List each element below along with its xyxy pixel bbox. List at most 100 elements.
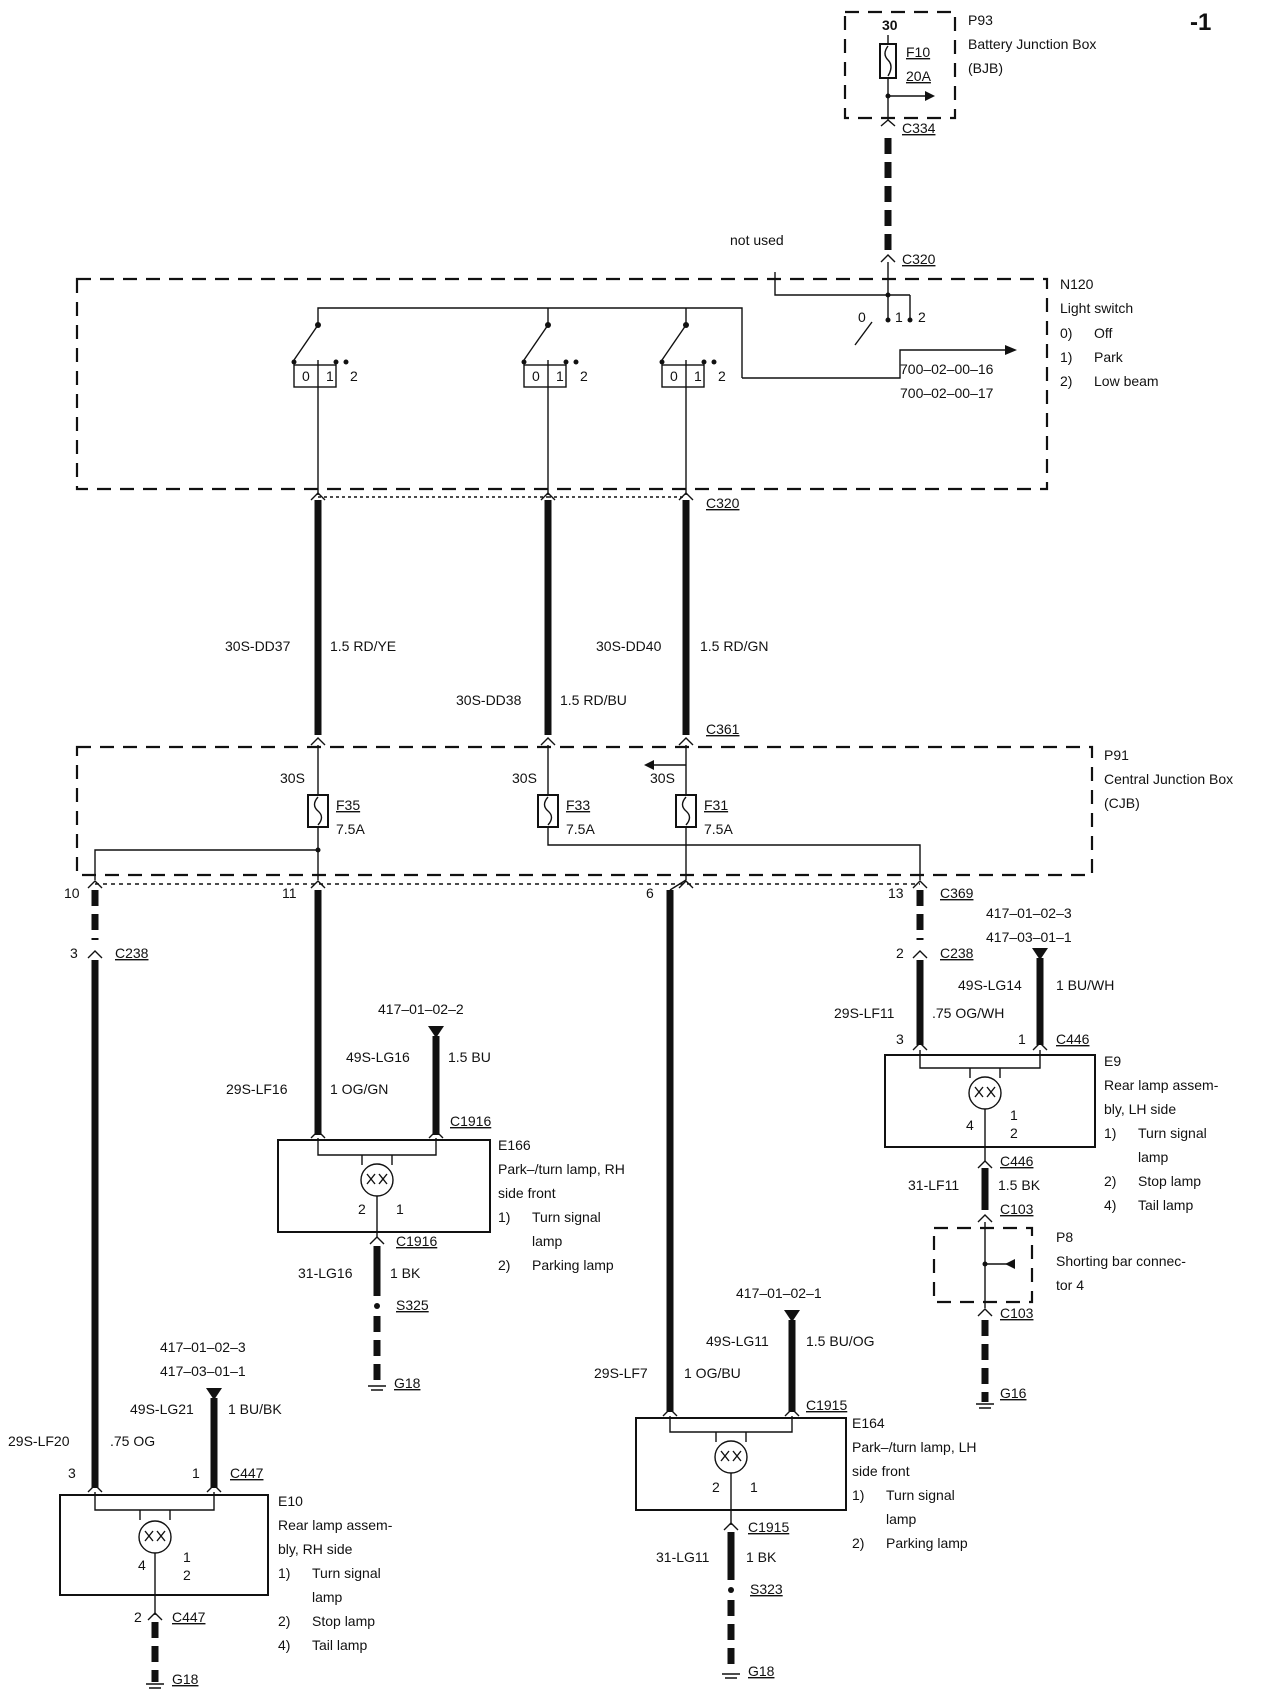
position-num: 0)	[1060, 325, 1072, 341]
e10-ground: G18	[172, 1671, 199, 1687]
e9-pin-right: 1	[1018, 1031, 1026, 1047]
e9-pin-left: 3	[896, 1031, 904, 1047]
light-switch: N120 Light switch 0) Off 1) Park 2) Low …	[75, 262, 1159, 495]
contact-2: 2	[580, 368, 588, 384]
e10-connector: C447	[230, 1465, 264, 1481]
p8-shorting-bar-connector	[932, 1222, 1034, 1308]
contact-2: 2	[350, 368, 358, 384]
e166-connector: C1916	[450, 1113, 491, 1129]
e164-connector: C1915	[806, 1397, 847, 1413]
e166-func-1-num: 1)	[498, 1209, 510, 1225]
e9-func-2-num: 2)	[1104, 1173, 1116, 1189]
switch-contact-group-2: 0 1 2	[521, 322, 588, 495]
e166-ref-link: 417–01–02–2	[378, 1001, 464, 1017]
e164-ref-link: 417–01–02–1	[736, 1285, 822, 1301]
bjb-abbr: (BJB)	[968, 60, 1003, 76]
e166-bulb-pin-right: 1	[396, 1201, 404, 1217]
e9-desc-2: bly, LH side	[1104, 1101, 1176, 1117]
e164-ref: E164	[852, 1415, 885, 1431]
e166-splice: S325	[396, 1297, 429, 1313]
e166-desc-1: Park–/turn lamp, RH	[498, 1161, 625, 1177]
wire-dd40-circuit: 30S-DD40	[596, 638, 662, 654]
bjb-connector: C334	[902, 120, 936, 136]
wire-dd40-spec: 1.5 RD/GN	[700, 638, 768, 654]
position-num: 1)	[1060, 349, 1072, 365]
fuse-f31: F31 7.5A	[675, 794, 733, 837]
battery-junction-box: P93 Battery Junction Box (BJB) 30 F10 20…	[843, 10, 1096, 136]
e9-desc-1: Rear lamp assem-	[1104, 1077, 1219, 1093]
e10-bulb-pin-a: 1	[183, 1549, 191, 1565]
cjb-name: Central Junction Box	[1104, 771, 1233, 787]
p8-connector-bottom: C103	[1000, 1305, 1034, 1321]
e166-bulb-pin-left: 2	[358, 1201, 366, 1217]
e9-c238-pin: 2	[896, 945, 904, 961]
e9-func-3-num: 4)	[1104, 1197, 1116, 1213]
e10-ref-link-2: 417–03–01–1	[160, 1363, 246, 1379]
e166-ground-connector: C1916	[396, 1233, 437, 1249]
e164-feed-spec: 1 OG/BU	[684, 1365, 741, 1381]
e10-desc-2: bly, RH side	[278, 1541, 353, 1557]
cjb-pin-13: 13	[888, 885, 904, 901]
e9-c103: C103	[1000, 1201, 1034, 1217]
switch-connector-bottom: C320	[706, 495, 740, 511]
bjb-ref: P93	[968, 12, 993, 28]
e9-side-spec: 1 BU/WH	[1056, 977, 1114, 993]
e164-ground-circuit: 31-LG11	[656, 1549, 710, 1565]
switch-contact-group-main: 0 1 2	[774, 262, 926, 346]
p8-ground: G16	[1000, 1385, 1027, 1401]
e10-pin-left: 3	[68, 1465, 76, 1481]
e164-bulb-pin-left: 2	[712, 1479, 720, 1495]
contact-1: 1	[556, 368, 564, 384]
light-switch-ref: N120	[1060, 276, 1094, 292]
e164-side-circuit: 49S-LG11	[706, 1333, 769, 1349]
e166-func-2-num: 2)	[498, 1257, 510, 1273]
cjb-pin-11: 11	[282, 885, 297, 901]
e164-func-1-b: lamp	[886, 1511, 917, 1527]
e10-rear-lamp-rh: 4 1 2	[59, 1492, 269, 1615]
e9-bulb-pin-left: 4	[966, 1117, 974, 1133]
e10-func-1-b: lamp	[312, 1589, 343, 1605]
e10-func-3-a: Tail lamp	[312, 1637, 367, 1653]
e9-ref: E9	[1104, 1053, 1121, 1069]
switch-ref-link-2: 700–02–00–17	[900, 385, 994, 401]
e9-func-1-b: lamp	[1138, 1149, 1169, 1165]
e9-ground-connector: C446	[1000, 1153, 1034, 1169]
e10-ground-connector: C447	[172, 1609, 206, 1625]
fuse-rating: 7.5A	[566, 821, 595, 837]
e9-rear-lamp-lh: 4 1 2	[884, 1050, 1096, 1162]
e164-park-turn-lamp-lh: 2 1	[635, 1416, 847, 1525]
contact-2: 2	[918, 309, 926, 325]
contact-0: 0	[302, 368, 310, 384]
e10-feed-circuit: 29S-LF20	[8, 1433, 70, 1449]
contact-1: 1	[326, 368, 334, 384]
e9-ref-link-2: 417–03–01–1	[986, 929, 1072, 945]
switch-ref-link-1: 700–02–00–16	[900, 361, 994, 377]
bjb-fuse-id: F10	[906, 44, 930, 60]
e166-side-spec: 1.5 BU	[448, 1049, 491, 1065]
e164-desc-1: Park–/turn lamp, LH	[852, 1439, 977, 1455]
e166-side-circuit: 49S-LG16	[346, 1049, 410, 1065]
e10-func-3-num: 4)	[278, 1637, 290, 1653]
e9-ground-circuit: 31-LF11	[908, 1177, 959, 1193]
e10-func-2-a: Stop lamp	[312, 1613, 375, 1629]
e166-ground-circuit: 31-LG16	[298, 1265, 353, 1281]
e9-side-circuit: 49S-LG14	[958, 977, 1022, 993]
e164-ground-spec: 1 BK	[746, 1549, 777, 1565]
contact-0: 0	[858, 309, 866, 325]
cjb-abbr: (CJB)	[1104, 795, 1140, 811]
wire-dd38-circuit: 30S-DD38	[456, 692, 522, 708]
e10-desc-1: Rear lamp assem-	[278, 1517, 393, 1533]
e166-ref: E166	[498, 1137, 531, 1153]
e9-bulb-pin-a: 1	[1010, 1107, 1018, 1123]
e9-ground-spec: 1.5 BK	[998, 1177, 1041, 1193]
e9-ref-link-1: 417–01–02–3	[986, 905, 1072, 921]
e166-feed-circuit: 29S-LF16	[226, 1081, 288, 1097]
fuse-f35: F35 7.5A	[307, 794, 365, 837]
e10-ref-link-1: 417–01–02–3	[160, 1339, 246, 1355]
contact-1: 1	[895, 309, 903, 325]
e166-func-1-b: lamp	[532, 1233, 563, 1249]
e166-desc-2: side front	[498, 1185, 556, 1201]
e9-func-2-a: Stop lamp	[1138, 1173, 1201, 1189]
e164-func-1-num: 1)	[852, 1487, 864, 1503]
